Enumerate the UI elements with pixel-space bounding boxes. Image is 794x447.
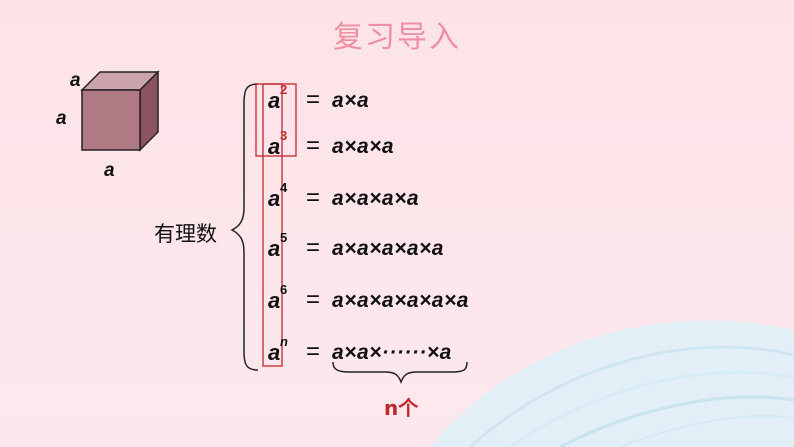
base: a [268, 340, 281, 365]
equals-sign: = [306, 184, 321, 211]
cube-label-top: a [70, 70, 81, 91]
page-title: 复习导入 [333, 20, 461, 55]
exponent: 5 [280, 230, 288, 245]
equals-sign: = [306, 234, 321, 261]
base: a [268, 236, 281, 261]
equals-sign: = [306, 86, 321, 113]
exponent: 3 [280, 128, 288, 143]
exponent: 6 [280, 282, 288, 297]
left-brace [230, 83, 259, 371]
under-brace [332, 361, 468, 385]
cube-label-left: a [56, 108, 67, 129]
highlight-box-bases [262, 83, 283, 367]
exponent: 2 [280, 82, 288, 97]
base: a [268, 186, 281, 211]
exponent: n [280, 334, 288, 349]
count-label: n个 [384, 396, 419, 420]
concept-label: 有理数 [154, 222, 217, 246]
product: a×a [332, 89, 370, 112]
product: a×a×a [332, 135, 395, 158]
base: a [268, 88, 281, 113]
base: a [268, 134, 281, 159]
base: a [268, 288, 281, 313]
product: a×a×a×a×a×a [332, 289, 469, 312]
exponent: 4 [280, 180, 288, 195]
product: a×a×······×a [332, 341, 452, 364]
product: a×a×a×a [332, 187, 420, 210]
product: a×a×a×a×a [332, 237, 444, 260]
cube-label-bottom: a [104, 160, 115, 181]
equals-sign: = [306, 338, 321, 365]
equals-sign: = [306, 132, 321, 159]
equals-sign: = [306, 286, 321, 313]
